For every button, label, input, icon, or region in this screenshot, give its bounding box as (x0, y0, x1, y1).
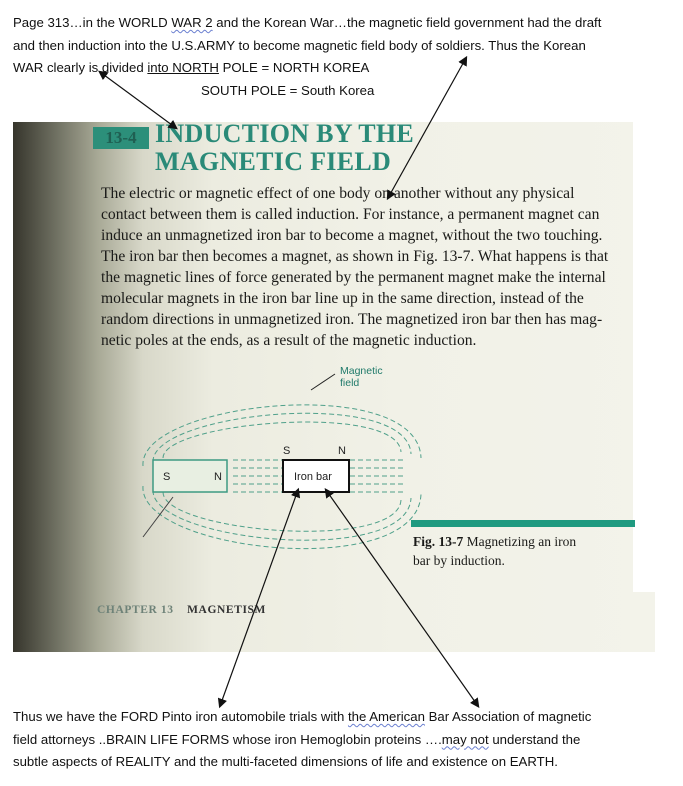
bar-n-label: N (338, 445, 346, 457)
bottom-line1-the: the American (347, 709, 425, 724)
footer-chapter: CHAPTER 13 (97, 604, 174, 616)
magnet-s-label: S (163, 471, 170, 483)
paragraph-line: molecular magnets in the iron bar line u… (101, 290, 584, 307)
magnetic-field-label-1: Magnetic (340, 365, 383, 377)
field-line (162, 421, 402, 459)
heading-line-2: MAGNETIC FIELD (155, 147, 392, 176)
iron-bar (282, 459, 350, 493)
top-line1-war2: WAR 2 (171, 15, 213, 30)
field-line (152, 489, 412, 541)
paragraph-line: The iron bar then becomes a magnet, as s… (101, 248, 609, 265)
iron-bar-label: Iron bar (294, 471, 332, 483)
paragraph-line: induce an unmagnetized iron bar to becom… (101, 227, 603, 244)
paragraph-line: netic poles at the ends, as a result of … (101, 332, 477, 349)
paragraph-line: random directions in unmagnetized iron. … (101, 311, 603, 328)
top-annotation-line-4: SOUTH POLE = South Korea (201, 82, 375, 98)
top-line1-part-a: Page 313…in the WORLD (13, 15, 172, 30)
bottom-annotation-line-2: field attorneys ..BRAIN LIFE FORMS whose… (13, 729, 683, 752)
bottom-line2-part-b: understand the (488, 731, 581, 747)
figure-caption-line-1: Fig. 13-7 Magnetizing an iron (413, 532, 643, 551)
magnet-pointer-line (142, 496, 174, 538)
magnet-n-label: N (214, 471, 222, 483)
figure-caption-text-1: Magnetizing an iron (463, 534, 577, 549)
paragraph-line: the magnetic lines of force generated by… (101, 269, 606, 286)
induction-diagram: S N Iron bar S N Magnetic field (142, 365, 422, 550)
field-line (152, 412, 412, 463)
figure-caption-line-2: bar by induction. (413, 553, 505, 568)
section-heading: INDUCTION BY THE MAGNETIC FIELD (155, 122, 414, 176)
paragraph-line: contact between them is called induction… (101, 206, 600, 223)
top-line3-part-a: WAR clearly is divided (13, 60, 148, 75)
bar-s-label: S (283, 445, 290, 457)
permanent-magnet (152, 459, 228, 493)
top-annotation: Page 313…in the WORLD WAR 2 and the Kore… (13, 12, 683, 102)
bottom-line2-part-a: field attorneys ..BRAIN LIFE FORMS whose… (13, 731, 442, 747)
bottom-line1-part-b: Bar Association of magnetic (424, 709, 592, 724)
bottom-line1-part-a: Thus we have the FORD Pinto iron automob… (13, 709, 348, 724)
magnetic-field-label-2: field (340, 377, 359, 389)
field-line (162, 491, 402, 532)
page-edge (633, 122, 655, 592)
field-line (142, 404, 422, 467)
top-annotation-line-1: Page 313…in the WORLD WAR 2 and the Kore… (13, 12, 683, 35)
heading-line-1: INDUCTION BY THE (155, 122, 415, 148)
textbook-scan: 13-4 INDUCTION BY THE MAGNETIC FIELD The… (13, 122, 655, 652)
figure-caption: Fig. 13-7 Magnetizing an iron bar by ind… (413, 532, 643, 570)
page-footer: CHAPTER 13 MAGNETISM (97, 604, 266, 616)
figure-number: Fig. 13-7 (413, 534, 464, 549)
bottom-annotation: Thus we have the FORD Pinto iron automob… (13, 706, 683, 774)
bottom-annotation-line-1: Thus we have the FORD Pinto iron automob… (13, 706, 683, 729)
top-line3-into: into NORTH (147, 60, 219, 75)
top-annotation-line-3: WAR clearly is divided into NORTH POLE =… (13, 57, 683, 80)
bottom-line2-maynot: may not (441, 731, 489, 747)
bottom-annotation-line-3: subtle aspects of REALITY and the multi-… (13, 754, 558, 769)
caption-accent-bar (411, 520, 635, 527)
top-annotation-line-2: and then induction into the U.S.ARMY to … (13, 37, 586, 53)
top-line3-part-b: POLE = NORTH KOREA (218, 60, 370, 75)
section-number: 13-4 (93, 127, 149, 149)
top-line1-part-b: and the Korean War…the magnetic field go… (212, 15, 602, 30)
field-callout-line (310, 373, 336, 391)
footer-title: MAGNETISM (187, 604, 266, 616)
